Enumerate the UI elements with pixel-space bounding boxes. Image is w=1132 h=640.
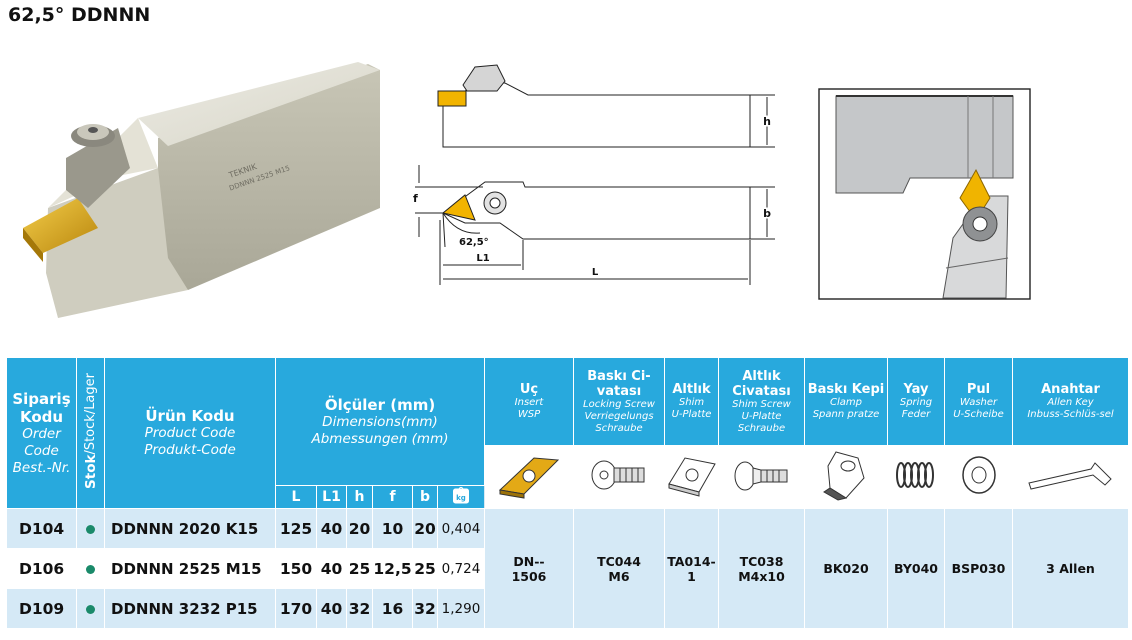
product-code-cell: DDNNN 3232 P15: [104, 588, 276, 629]
spring-icon: [887, 445, 945, 509]
svg-text:f: f: [413, 192, 418, 205]
dim-h-cell: 20: [346, 508, 373, 549]
order-code-cell: D106: [6, 548, 77, 589]
shim-icon: [664, 445, 719, 509]
dim-b-cell: 20: [412, 508, 438, 549]
dim-l-cell: 125: [275, 508, 317, 549]
insert-icon: [484, 445, 574, 509]
page-title: 62,5° DDNNN: [8, 4, 151, 26]
allen-key-icon: [1012, 445, 1129, 509]
mounting-illustration: [818, 88, 1031, 300]
clamp-part-cell: BK020: [804, 508, 888, 629]
stock-indicator: [76, 508, 105, 549]
dim-f-cell: 12,5: [372, 548, 413, 589]
dim-h-cell: 32: [346, 588, 373, 629]
stock-header: Stok/Stock/Lager: [76, 357, 105, 509]
shim-part-cell: TA014-1: [664, 508, 719, 629]
svg-text:L1: L1: [476, 253, 489, 264]
svg-text:kg: kg: [456, 494, 466, 502]
dim-l1-cell: 40: [316, 548, 347, 589]
dimensions-header: Ölçüler (mm)Dimensions(mm)Abmessungen (m…: [275, 357, 485, 486]
svg-text:b: b: [763, 207, 771, 220]
svg-text:62,5°: 62,5°: [459, 237, 489, 248]
dim-l1-cell: 40: [316, 588, 347, 629]
dim-l-cell: 170: [275, 588, 317, 629]
order-code-cell: D104: [6, 508, 77, 549]
product-code-cell: DDNNN 2020 K15: [104, 508, 276, 549]
dim-b-cell: 32: [412, 588, 438, 629]
dim-f-cell: 10: [372, 508, 413, 549]
stock-indicator: [76, 588, 105, 629]
dim-f-cell: 16: [372, 588, 413, 629]
weight-cell: 1,290: [437, 588, 485, 629]
dim-header-f: f: [372, 485, 413, 509]
weight-cell: 0,724: [437, 548, 485, 589]
svg-text:L: L: [592, 267, 599, 278]
dim-b-cell: 25: [412, 548, 438, 589]
stock-indicator: [76, 548, 105, 589]
dim-l1-cell: 40: [316, 508, 347, 549]
order-code-cell: D109: [6, 588, 77, 629]
allen-key-part-cell: 3 Allen: [1012, 508, 1129, 629]
weight-icon: kg: [453, 487, 469, 504]
technical-drawing: h b f 62,5° L1 L: [413, 64, 775, 285]
dim-header-l1: L1: [316, 485, 347, 509]
weight-header: kg: [437, 485, 485, 509]
svg-text:h: h: [763, 115, 771, 128]
dim-h-cell: 25: [346, 548, 373, 589]
locking-screw-icon: [573, 445, 665, 509]
dim-header-h: h: [346, 485, 373, 509]
clamp-icon: [804, 445, 888, 509]
washer-icon: [944, 445, 1013, 509]
shim-screw-icon: [718, 445, 805, 509]
weight-cell: 0,404: [437, 508, 485, 549]
washer-part-cell: BSP030: [944, 508, 1013, 629]
dim-l-cell: 150: [275, 548, 317, 589]
spring-part-cell: BY040: [887, 508, 945, 629]
product-code-cell: DDNNN 2525 M15: [104, 548, 276, 589]
insert-part-cell: DN--1506: [484, 508, 574, 629]
dim-header-l: L: [275, 485, 317, 509]
dim-header-b: b: [412, 485, 438, 509]
product-photo: TEKNIK DDNNN 2525 M15: [23, 62, 380, 318]
